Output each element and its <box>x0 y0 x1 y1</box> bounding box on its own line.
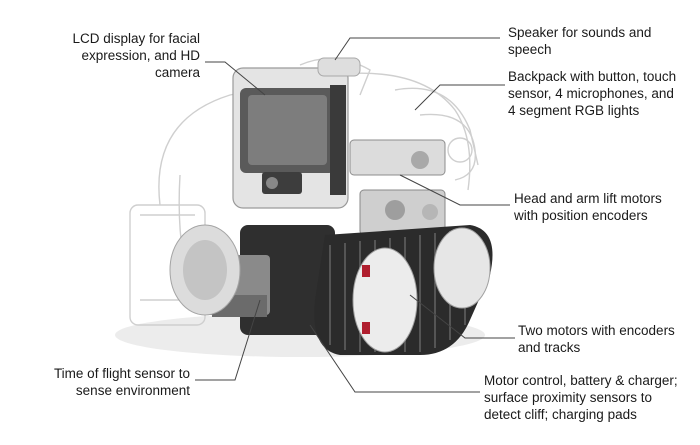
callout-line-backpack <box>414 84 505 111</box>
label-motor-control-line-3: detect cliff; charging pads <box>484 407 637 422</box>
label-head-motors-line-2: with position encoders <box>514 208 648 223</box>
label-lcd-line-3: camera <box>154 65 200 80</box>
label-motor-control-line-1: Motor control, battery & charger; <box>484 373 678 388</box>
callout-line-speaker <box>334 37 500 61</box>
label-motor-control: Motor control, battery & charger; surfac… <box>484 372 678 423</box>
label-backpack-line-2: sensor, 4 microphones, and <box>508 86 674 101</box>
label-track-motors: Two motors with encoders and tracks <box>518 322 675 356</box>
label-speaker-line-2: speech <box>508 42 552 57</box>
label-head-motors-line-1: Head and arm lift motors <box>514 191 662 206</box>
label-backpack: Backpack with button, touch sensor, 4 mi… <box>508 68 676 119</box>
label-lcd-line-1: LCD display for facial <box>72 31 200 46</box>
callout-lines <box>195 37 515 393</box>
label-track-motors-line-1: Two motors with encoders <box>518 323 675 338</box>
callout-line-lcd <box>205 61 266 96</box>
wheel-hubs <box>352 227 491 353</box>
callout-line-motor-control <box>309 324 480 393</box>
head-assembly <box>232 57 361 209</box>
label-track-motors-line-2: and tracks <box>518 340 581 355</box>
label-backpack-line-1: Backpack with button, touch <box>508 69 677 84</box>
label-speaker: Speaker for sounds and speech <box>508 24 651 58</box>
callout-line-tof <box>195 299 261 381</box>
label-tof-line-2: sense environment <box>75 383 190 398</box>
label-lcd-line-2: expression, and HD <box>81 48 200 63</box>
label-tof-line-1: Time of flight sensor to <box>53 366 190 381</box>
lift-mechanism <box>349 139 446 236</box>
callout-line-head-motors <box>399 174 510 206</box>
front-wheel <box>169 224 241 316</box>
label-backpack-line-3: 4 segment RGB lights <box>508 103 640 118</box>
label-speaker-line-1: Speaker for sounds and <box>508 25 652 40</box>
label-head-motors: Head and arm lift motors with position e… <box>514 190 662 224</box>
label-motor-control-line-2: surface proximity sensors to <box>484 390 653 405</box>
callout-line-track-motors <box>409 294 515 339</box>
label-lcd-display: LCD display for facial expression, and H… <box>30 30 200 81</box>
label-tof-sensor: Time of flight sensor to sense environme… <box>10 365 190 399</box>
